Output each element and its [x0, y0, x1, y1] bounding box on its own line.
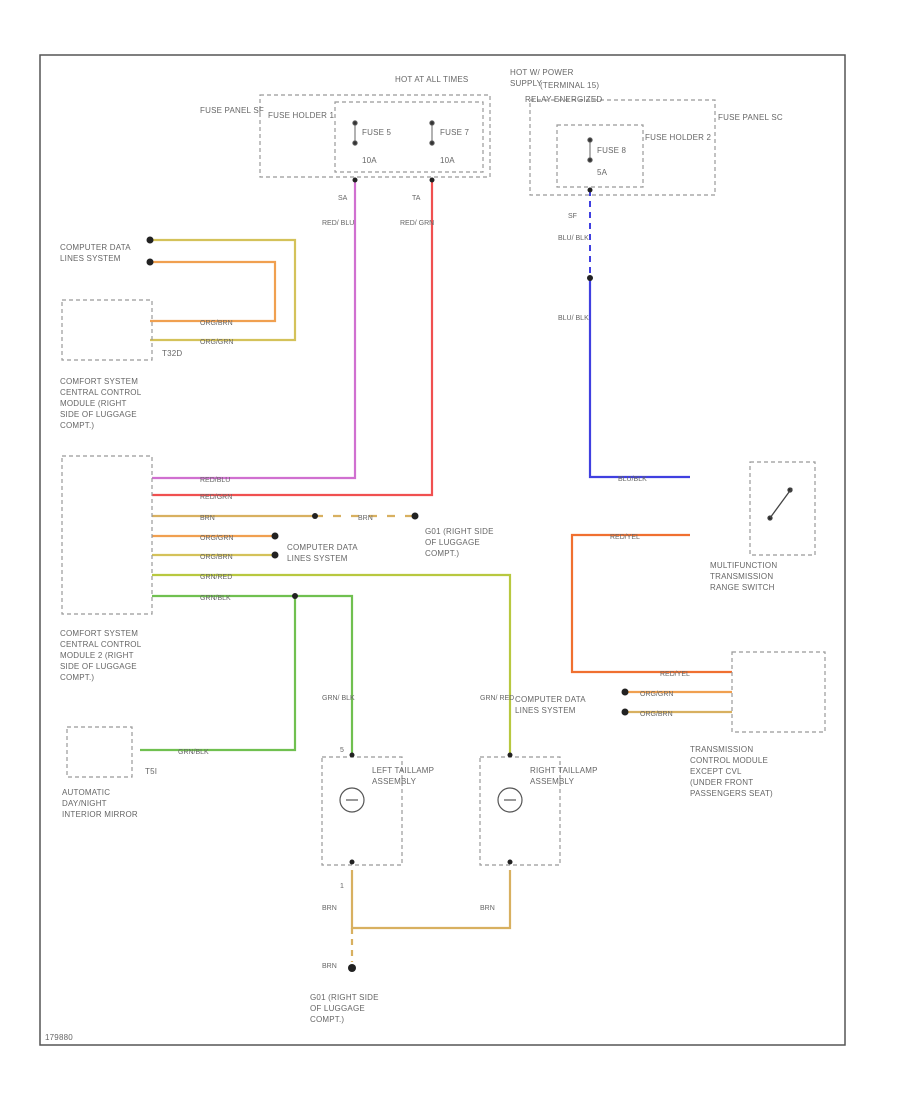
- label-fuse-panel-sc: FUSE PANEL SC: [718, 113, 783, 122]
- pin-label-t5-1: 1: [340, 883, 344, 890]
- label-fuse-panel-sf: FUSE PANEL SF: [200, 106, 264, 115]
- fuse-7-symbol: [429, 120, 435, 146]
- wire-brn-ground: [350, 870, 512, 930]
- wire-label-brn-l: BRN: [322, 905, 337, 912]
- wire-label-grn-blk-3: GRN/BLK: [178, 749, 209, 756]
- wire-red-blu: [152, 180, 357, 480]
- wire-grn-red: [152, 573, 512, 755]
- wire-labels: RED/ BLU RED/ GRN BLU/ BLK BLU/ BLK GRN/…: [178, 220, 690, 970]
- fuse-holder-2-box: [556, 124, 644, 188]
- wire-label-red-grn: RED/ GRN: [400, 220, 434, 227]
- connector-dots: [146, 177, 629, 972]
- wire-label-org-brn-3: ORG/BRN: [640, 711, 673, 718]
- comfort-module-1-box: [61, 299, 153, 361]
- fuse-holder-1-box: [334, 101, 484, 173]
- wire-label-grn-red-2: GRN/RED: [200, 574, 232, 581]
- label-terminal-15: (TERMINAL 15): [540, 81, 599, 90]
- wire-label-grn-red: GRN/ RED: [480, 695, 514, 702]
- label-fuse-8-amp: 5A: [597, 168, 608, 177]
- label-fuse-7: FUSE 7: [440, 128, 470, 137]
- fuse-panel-sf-box: [259, 94, 491, 178]
- mirror-box: [66, 726, 133, 778]
- label-relay-energized: RELAY ENERGIZED: [525, 95, 602, 104]
- fuse-panel-sc-box: [529, 99, 716, 196]
- fuse-8-symbol: [587, 137, 593, 163]
- wire-label-org-grn-2: ORG/GRN: [200, 535, 233, 542]
- wire-label-red-yel-2: RED/YEL: [660, 671, 690, 678]
- right-taillamp-box: [479, 756, 561, 866]
- label-fuse-5: FUSE 5: [362, 128, 392, 137]
- wire-label-brn-g: BRN: [322, 963, 337, 970]
- label-fuse-7-amp: 10A: [440, 156, 455, 165]
- component-labels: FUSE PANEL SF HOT AT ALL TIMES FUSE HOLD…: [45, 68, 783, 1042]
- wire-label-org-brn-2: ORG/BRN: [200, 554, 233, 561]
- pin-labels: SA TA SF 5 1: [338, 195, 577, 890]
- right-bulb: [497, 787, 523, 813]
- wire-org-grn-1: [150, 260, 277, 323]
- wire-label-org-grn-1: ORG/GRN: [200, 339, 233, 346]
- switch-symbol: [767, 487, 793, 521]
- wire-label-brn-2b: BRN: [358, 515, 373, 522]
- pin-label-t5-2: 5: [340, 747, 344, 754]
- label-t5i: T5I: [145, 767, 157, 776]
- label-t32d: T32D: [162, 349, 182, 358]
- wire-label-grn-blk-2: GRN/BLK: [200, 595, 231, 602]
- left-bulb: [339, 787, 365, 813]
- pin-label-sa: SA: [338, 195, 348, 202]
- comfort-module-2-box: [61, 455, 153, 615]
- wire-grn-blk: [152, 594, 354, 755]
- pin-label-ta: TA: [412, 195, 421, 202]
- wire-label-blu-blk-3: BLU/BLK: [618, 476, 647, 483]
- wire-label-brn-2: BRN: [200, 515, 215, 522]
- diagram-frame: [39, 54, 846, 1046]
- wire-label-red-blu-2: RED/BLU: [200, 477, 230, 484]
- tcm-box: [731, 651, 826, 733]
- wire-label-red-blu: RED/ BLU: [322, 220, 354, 227]
- label-fuse-8: FUSE 8: [597, 146, 627, 155]
- wire-grn-blk-mirror: [140, 596, 297, 752]
- wire-label-org-brn-1: ORG/BRN: [200, 320, 233, 327]
- wire-label-brn-r: BRN: [480, 905, 495, 912]
- label-fuse-holder-2: FUSE HOLDER 2: [645, 133, 712, 142]
- label-fuse-5-amp: 10A: [362, 156, 377, 165]
- wire-label-org-grn-3: ORG/GRN: [640, 691, 673, 698]
- label-hot-at-all-times: HOT AT ALL TIMES: [395, 75, 468, 84]
- wire-label-red-yel-1: RED/YEL: [610, 534, 640, 541]
- label-diagram-id: 179880: [45, 1033, 73, 1042]
- label-fuse-holder-1: FUSE HOLDER 1: [268, 111, 335, 120]
- fuse-5-symbol: [352, 120, 358, 146]
- wire-label-blu-blk-2: BLU/ BLK: [558, 315, 589, 322]
- wire-blu-blk: [588, 278, 690, 479]
- wire-label-grn-blk: GRN/ BLK: [322, 695, 355, 702]
- wire-label-blu-blk-1: BLU/ BLK: [558, 235, 589, 242]
- wire-red-grn: [152, 180, 434, 497]
- wire-label-red-grn-2: RED/GRN: [200, 494, 232, 501]
- wire-red-yel: [570, 533, 732, 674]
- pin-label-sf: SF: [568, 213, 577, 220]
- left-taillamp-box: [321, 756, 403, 866]
- wire-org-brn-1: [150, 238, 297, 342]
- multifunction-switch-box: [749, 461, 816, 556]
